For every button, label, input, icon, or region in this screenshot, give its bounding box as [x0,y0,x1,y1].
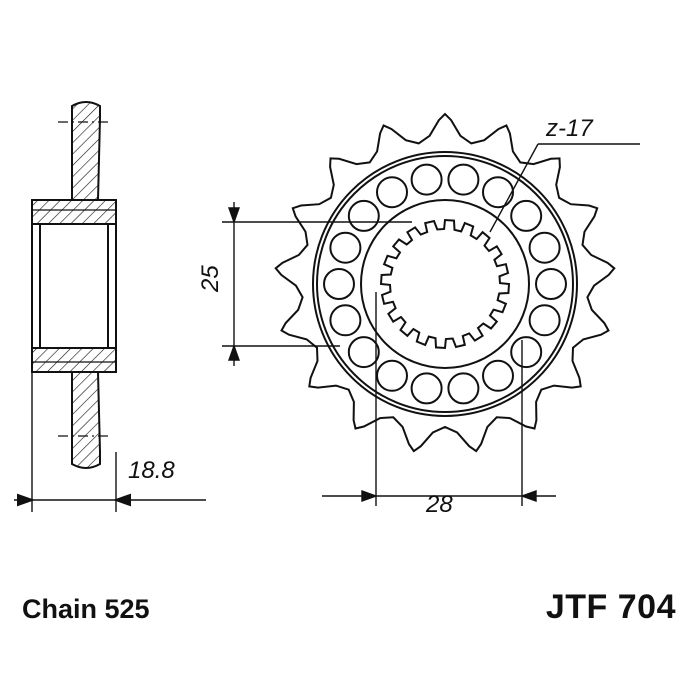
bolt-hole [482,359,514,392]
spline-bore [379,218,511,350]
bolt-ring-inner [360,199,530,369]
bolt-hole [528,304,561,337]
bolt-hole [510,199,543,232]
bolt-hole [376,176,408,209]
side-hub-top-band [31,199,117,225]
bolt-hole [376,359,408,392]
bolt-hole [347,336,380,369]
side-hub-bottom-band [31,347,117,373]
width-dimension-label: 28 [425,491,453,518]
side-tooth-bottom [71,371,101,469]
bolt-hole [447,372,480,405]
bolt-hole [329,231,362,264]
bolt-hole-group [323,163,567,405]
teeth-callout [489,143,640,233]
chain-size-label: Chain 525 [22,594,150,624]
bolt-hole [329,304,362,337]
side-section-view [14,101,206,512]
bolt-hole [510,336,543,369]
bolt-hole [410,163,443,196]
front-view [274,112,616,453]
part-number-label: JTF 704 [545,588,676,626]
bolt-hole [323,268,355,300]
height-dimension-label: 25 [197,265,224,293]
bolt-hole [347,199,380,232]
teeth-count-label: z-17 [545,115,594,142]
bolt-hole [447,163,480,196]
bolt-hole [528,231,561,264]
bolt-hole [482,176,514,209]
width-dimension [322,292,556,506]
side-hub [31,199,117,373]
side-tooth-top [71,101,101,201]
pitch-circle-outer [312,151,578,417]
thickness-dimension-label: 18.8 [128,457,175,484]
height-dimension [222,202,412,366]
bolt-ring-outer [316,155,574,413]
bolt-hole [410,372,443,405]
bolt-hole [535,268,567,300]
